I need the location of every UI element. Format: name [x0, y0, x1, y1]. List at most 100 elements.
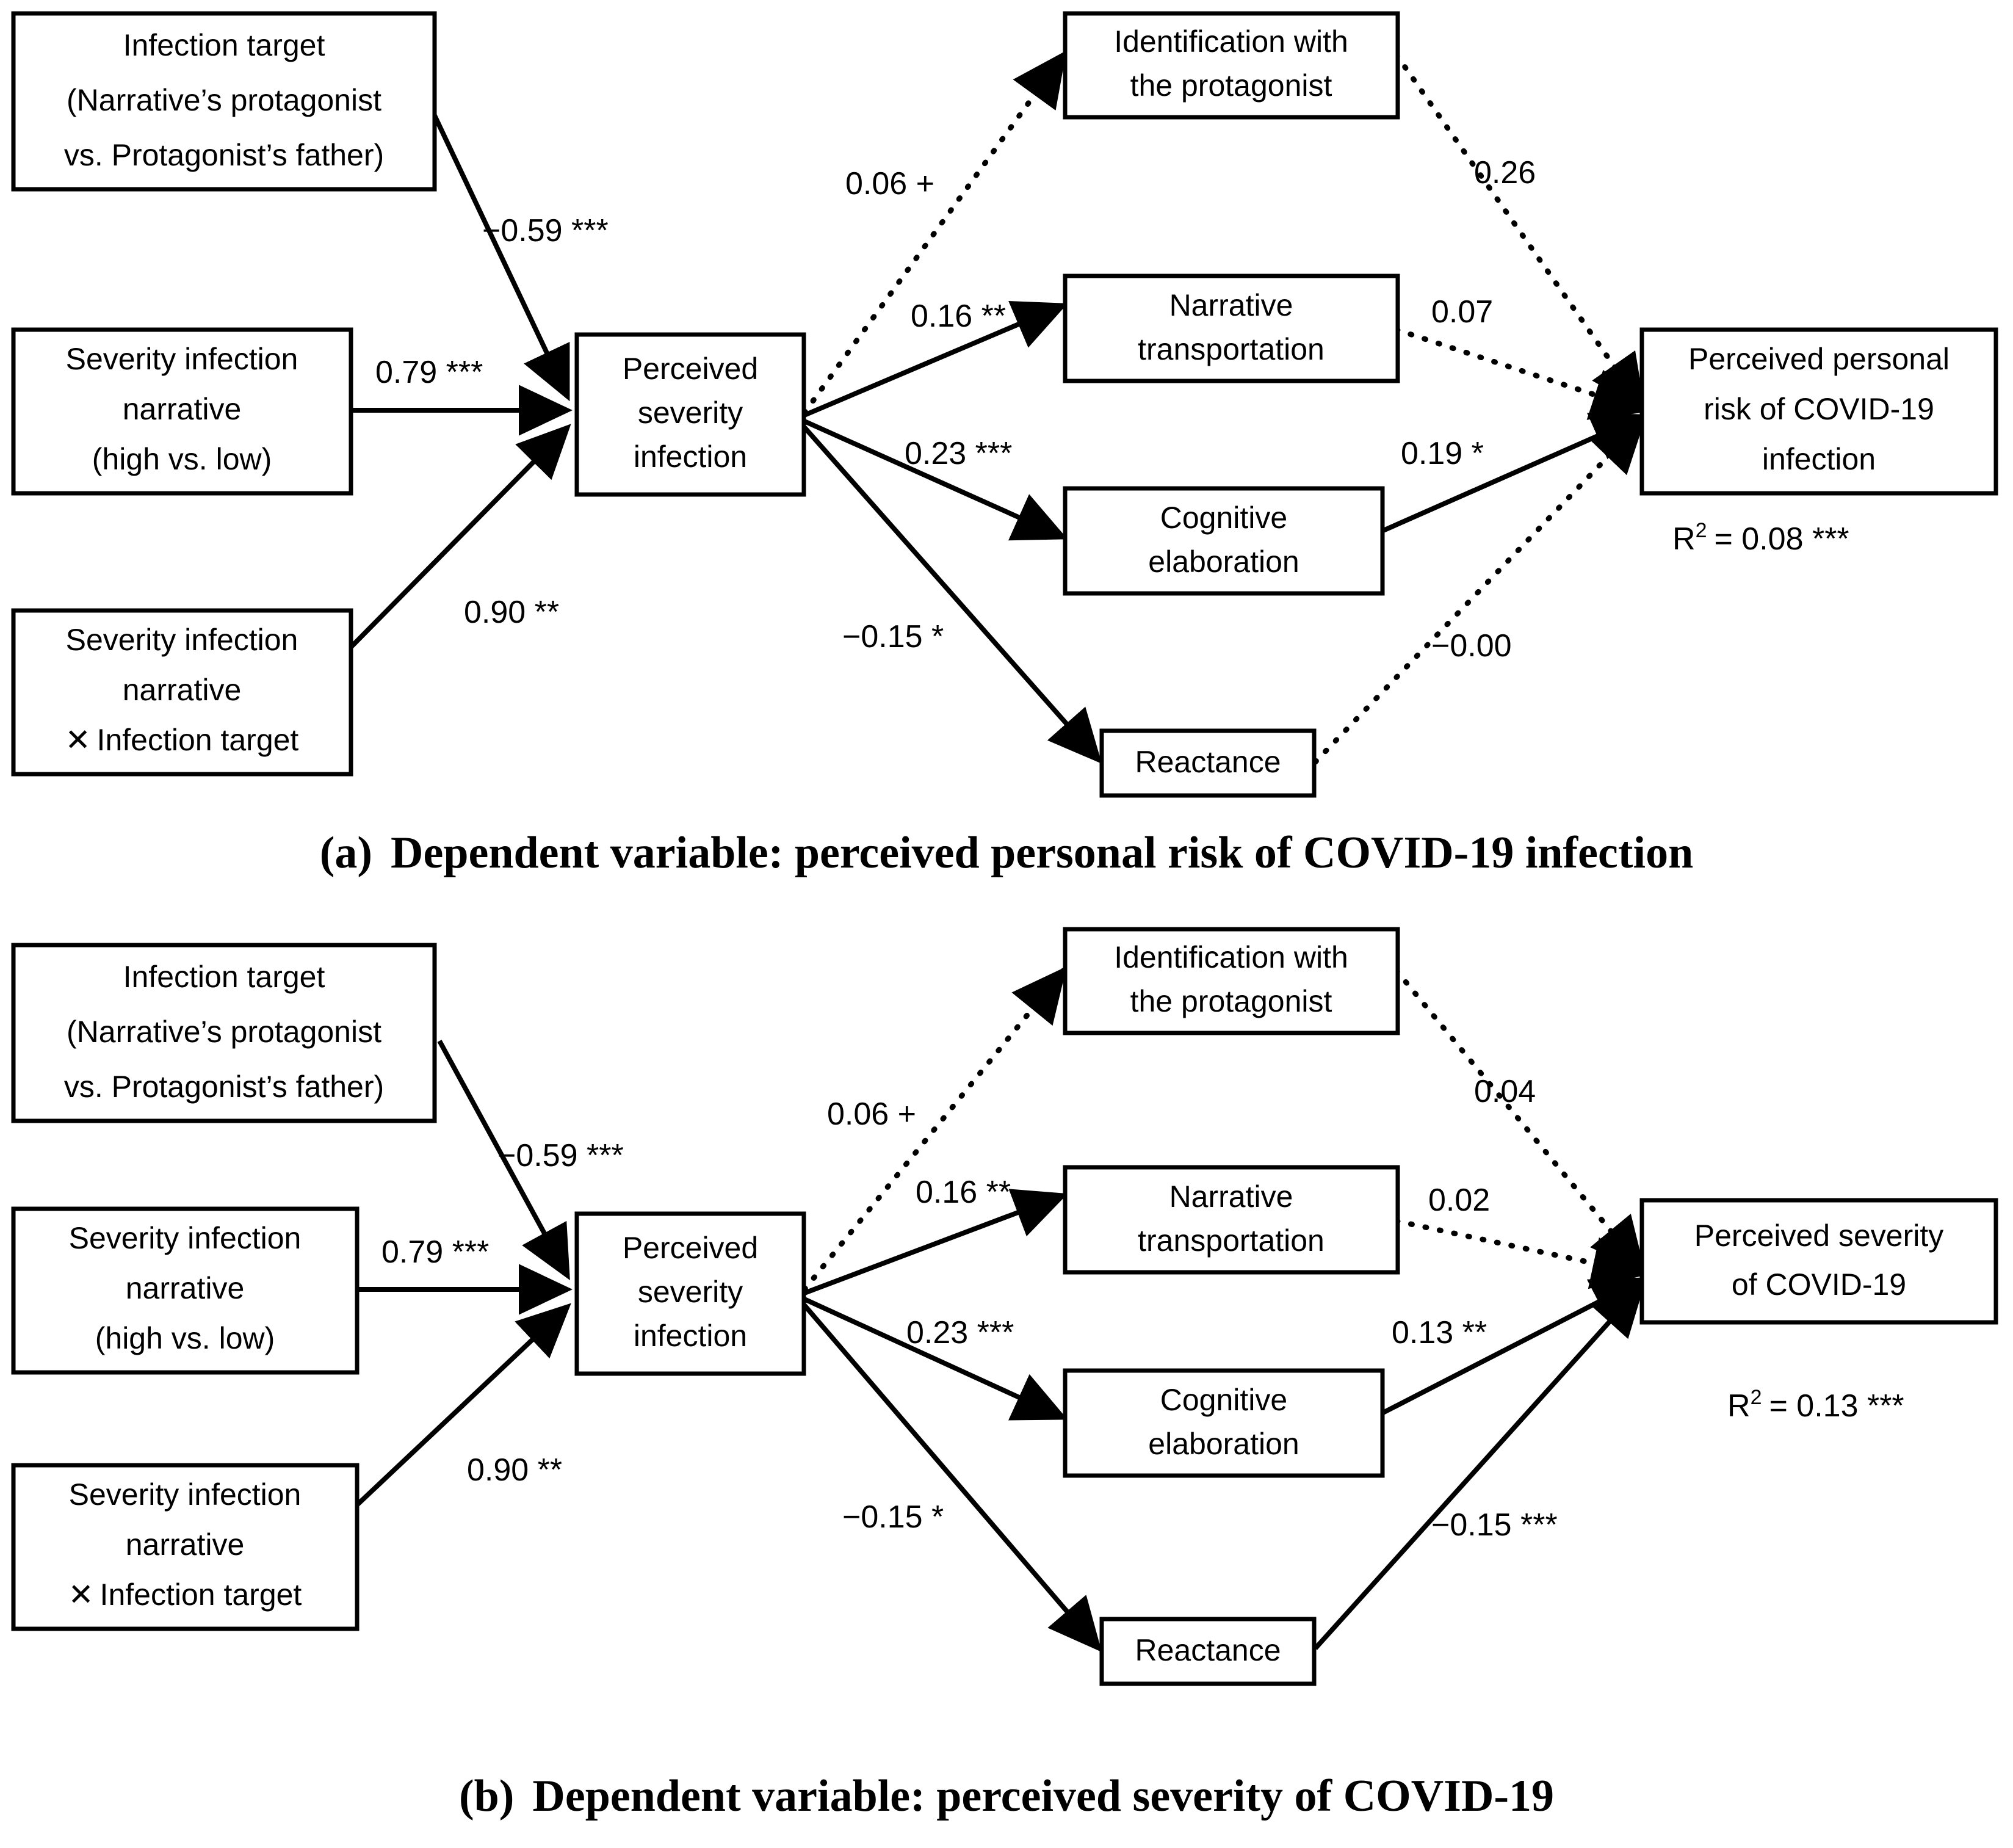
- node-b-elaboration[interactable]: [1063, 1368, 1385, 1478]
- svg-text:infection: infection: [634, 440, 747, 474]
- node-outcome[interactable]: [1639, 327, 1998, 496]
- edge-infection-target-to-severity: [431, 112, 570, 402]
- svg-text:Severity infection: Severity infection: [66, 342, 298, 376]
- svg-text:(Narrative’s protagonist: (Narrative’s protagonist: [67, 83, 381, 117]
- svg-text:Infection target: Infection target: [123, 28, 325, 62]
- svg-text:severity: severity: [638, 396, 743, 430]
- svg-text:Reactance: Reactance: [1135, 1633, 1281, 1667]
- svg-text:Identification with: Identification with: [1114, 24, 1348, 59]
- svg-text:narrative: narrative: [123, 673, 242, 707]
- node-b-interaction[interactable]: [11, 1463, 360, 1631]
- caption-b-text: Dependent variable: perceived severity o…: [532, 1771, 1555, 1821]
- edge-b-identification-to-outcome: [1393, 968, 1646, 1273]
- edge-interaction-to-severity: [349, 424, 571, 649]
- svg-text:narrative: narrative: [123, 392, 242, 426]
- coef-severity-transportation: 0.16 **: [911, 299, 1006, 334]
- coef-b-severity-reactance: −0.15 *: [842, 1499, 944, 1535]
- svg-text:vs. Protagonist’s father): vs. Protagonist’s father): [64, 1070, 384, 1104]
- svg-text:Severity infection: Severity infection: [69, 1221, 302, 1255]
- edge-b-severity-to-identification: [801, 966, 1067, 1292]
- r2-sup-a: 2: [1696, 519, 1707, 542]
- r2-panel-a: R2= 0.08 ***: [1672, 519, 1849, 557]
- svg-text:Infection target: Infection target: [123, 960, 325, 994]
- svg-text:narrative: narrative: [126, 1527, 245, 1562]
- node-b-outcome[interactable]: [1639, 1198, 1998, 1325]
- nodes-panel-b: Infection target (Narrative’s protagonis…: [11, 927, 1998, 1686]
- coef-b-infection-target-severity: −0.59 ***: [497, 1138, 624, 1173]
- svg-text:of COVID-19: of COVID-19: [1732, 1267, 1906, 1302]
- r2-value-b: = 0.13 ***: [1769, 1388, 1904, 1424]
- edge-b-interaction-to-severity: [355, 1303, 571, 1507]
- panel-a: Infection target (Narrative’s protagonis…: [0, 0, 2013, 891]
- coef-severity-identification: 0.06 +: [845, 166, 934, 201]
- coef-transportation-outcome: 0.07: [1431, 294, 1493, 330]
- coef-elaboration-outcome: 0.19 *: [1401, 436, 1484, 471]
- edge-severity-to-reactance: [803, 426, 1102, 764]
- svg-text:(Narrative’s protagonist: (Narrative’s protagonist: [67, 1015, 381, 1049]
- edge-identification-to-outcome: [1393, 52, 1646, 411]
- coef-b-transportation-outcome: 0.02: [1428, 1183, 1490, 1218]
- r2-value-a: = 0.08 ***: [1714, 521, 1849, 557]
- edges-panel-b: [355, 966, 1647, 1653]
- edges-panel-a: [349, 50, 1647, 765]
- coef-interaction-severity: 0.90 **: [464, 595, 559, 630]
- svg-text:transportation: transportation: [1138, 332, 1325, 366]
- coef-identification-outcome: 0.26: [1474, 155, 1536, 190]
- coef-b-severity-identification: 0.06 +: [827, 1096, 916, 1132]
- svg-text:R2= 0.08 ***: R2= 0.08 ***: [1672, 519, 1849, 557]
- r2-panel-b: R2 = 0.13 ***: [1727, 1386, 1904, 1424]
- svg-text:R2= 0.13 ***: R2 = 0.13 ***: [1727, 1386, 1904, 1424]
- coef-b-severity-transportation: 0.16 **: [916, 1175, 1011, 1210]
- coef-b-reactance-outcome: −0.15 ***: [1431, 1507, 1558, 1543]
- coef-b-narrative-severity: 0.79 ***: [381, 1234, 489, 1270]
- svg-text:Severity infection: Severity infection: [66, 623, 298, 657]
- svg-text:transportation: transportation: [1138, 1223, 1325, 1258]
- coef-infection-target-severity: −0.59 ***: [482, 213, 609, 248]
- svg-text:Severity infection: Severity infection: [69, 1477, 302, 1512]
- node-b-reactance[interactable]: [1099, 1617, 1317, 1686]
- coef-b-severity-elaboration: 0.23 ***: [906, 1315, 1014, 1350]
- edge-b-reactance-to-outcome: [1314, 1282, 1646, 1650]
- edge-severity-to-identification: [801, 50, 1067, 416]
- edge-b-severity-to-reactance: [802, 1303, 1102, 1653]
- r2-sup-b: 2: [1751, 1386, 1762, 1409]
- coef-reactance-outcome: −0.00: [1431, 628, 1512, 664]
- coef-narrative-severity: 0.79 ***: [375, 355, 483, 390]
- svg-text:Narrative: Narrative: [1169, 1179, 1293, 1214]
- svg-text:Cognitive: Cognitive: [1160, 501, 1287, 535]
- node-transportation[interactable]: [1063, 274, 1400, 383]
- node-infection-target[interactable]: [11, 11, 437, 192]
- coef-b-identification-outcome: 0.04: [1474, 1074, 1536, 1109]
- node-b-perceived-severity-infection[interactable]: [574, 1211, 806, 1376]
- svg-text:infection: infection: [634, 1319, 747, 1353]
- svg-text:Narrative: Narrative: [1169, 288, 1293, 322]
- node-identification[interactable]: [1063, 11, 1400, 120]
- svg-text:Perceived: Perceived: [623, 1231, 758, 1265]
- edge-elaboration-to-outcome: [1381, 413, 1647, 534]
- coefficients-panel-a: −0.59 *** 0.79 *** 0.90 ** 0.06 + 0.16 *…: [375, 155, 1536, 664]
- node-b-severity-narrative[interactable]: [11, 1206, 360, 1375]
- svg-text:Reactance: Reactance: [1135, 745, 1281, 779]
- edge-transportation-to-outcome: [1393, 327, 1647, 420]
- coef-severity-elaboration: 0.23 ***: [905, 436, 1012, 471]
- svg-text:the protagonist: the protagonist: [1130, 984, 1332, 1018]
- node-b-transportation[interactable]: [1063, 1165, 1400, 1275]
- edge-severity-to-elaboration: [803, 419, 1068, 541]
- node-elaboration[interactable]: [1063, 486, 1385, 596]
- node-perceived-severity-infection[interactable]: [574, 332, 806, 497]
- svg-text:the protagonist: the protagonist: [1130, 68, 1332, 103]
- svg-text:elaboration: elaboration: [1148, 1427, 1299, 1461]
- r2-prefix-b: R: [1727, 1388, 1751, 1424]
- node-interaction[interactable]: [11, 608, 353, 777]
- node-b-infection-target[interactable]: [11, 943, 437, 1123]
- edge-reactance-to-outcome: [1312, 417, 1646, 765]
- svg-text:severity: severity: [638, 1275, 743, 1309]
- coef-severity-reactance: −0.15 *: [842, 619, 944, 654]
- node-severity-narrative[interactable]: [11, 327, 353, 496]
- edge-severity-to-transportation: [803, 300, 1068, 418]
- svg-text:Perceived severity: Perceived severity: [1694, 1219, 1944, 1253]
- node-b-identification[interactable]: [1063, 927, 1400, 1035]
- node-reactance[interactable]: [1099, 728, 1317, 798]
- svg-text:Perceived personal: Perceived personal: [1688, 342, 1950, 376]
